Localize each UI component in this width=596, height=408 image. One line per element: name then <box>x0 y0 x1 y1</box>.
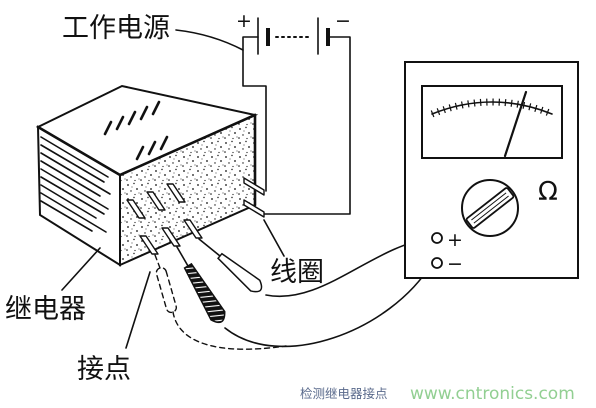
relay-pin <box>166 183 186 203</box>
battery-plus-sign: + <box>236 10 252 32</box>
battery-minus-sign: − <box>335 10 351 32</box>
coil-pin <box>243 199 265 218</box>
relay-left-face-shading <box>40 136 111 233</box>
test-lead-negative <box>224 262 433 348</box>
power-supply-label: 工作电源 <box>62 13 170 44</box>
watermark: www.cntronics.com <box>410 384 575 404</box>
relay-pin <box>146 191 166 211</box>
relay-leader-line <box>61 247 101 291</box>
meter-needle <box>503 90 528 158</box>
terminal-minus-sign: − <box>447 253 463 275</box>
contact-pin <box>139 235 159 255</box>
terminal-negative <box>431 257 443 269</box>
relay-pin <box>126 199 146 219</box>
terminal-plus-sign: + <box>447 229 463 251</box>
contact-pin <box>161 227 181 247</box>
relay-front-edges <box>36 113 257 207</box>
contact-label: 接点 <box>77 354 131 385</box>
relay-label: 继电器 <box>5 294 86 325</box>
relay-contact-pins <box>139 219 203 255</box>
multimeter: Ω + − <box>404 61 579 279</box>
black-test-probe <box>176 246 226 324</box>
relay-top-markings <box>103 100 169 161</box>
white-test-probe <box>198 238 263 293</box>
contact-leader-line <box>125 271 151 349</box>
relay-coil-pins <box>243 177 265 218</box>
range-selector-knob <box>461 179 519 237</box>
coil-wire-negative <box>263 36 351 215</box>
dashed-test-probe <box>154 254 178 314</box>
meter-display-window <box>421 85 563 159</box>
terminal-positive <box>431 232 443 244</box>
power-supply-leader-line <box>175 29 244 51</box>
coil-wire-positive <box>242 36 267 192</box>
relay-spare-pins <box>126 183 186 219</box>
test-lead-dashed <box>172 311 287 350</box>
battery-symbol: + − <box>236 10 351 55</box>
meter-scale-arc <box>431 101 553 115</box>
contact-pin <box>183 219 203 239</box>
figure-caption: 检测继电器接点 <box>300 386 388 401</box>
coil-pin <box>243 177 265 196</box>
coil-label: 线圈 <box>270 257 324 288</box>
coil-leader-line <box>263 219 285 257</box>
relay-box <box>35 84 259 267</box>
ohm-symbol: Ω <box>538 177 558 207</box>
